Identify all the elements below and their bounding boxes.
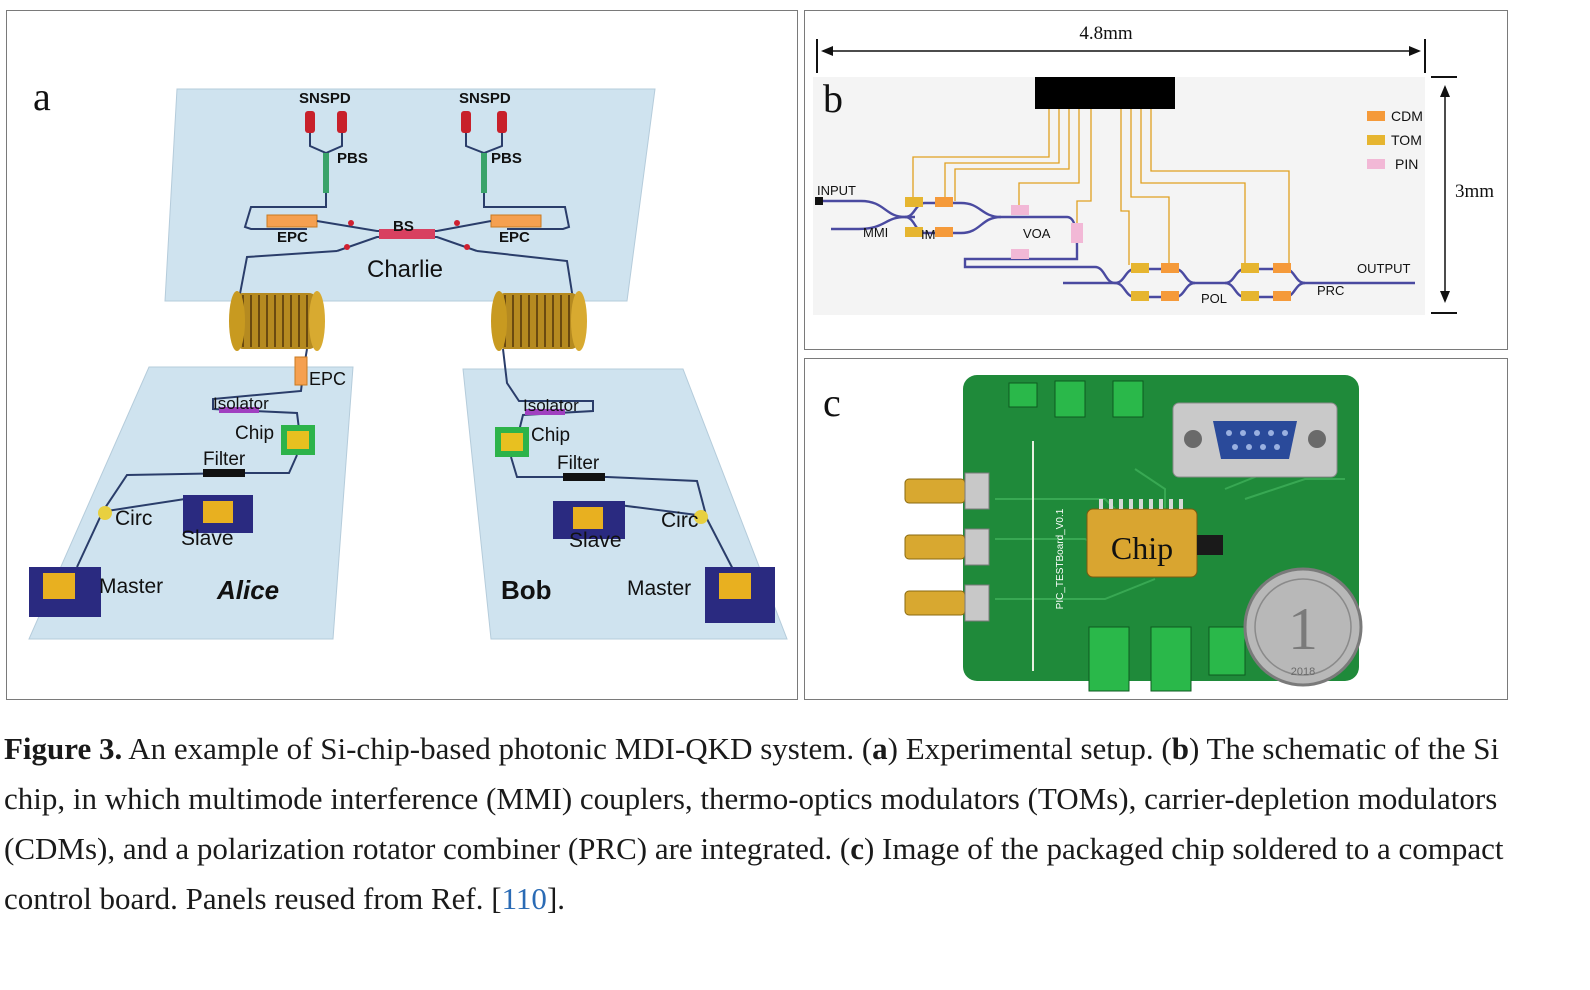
legend-label-cdm: CDM: [1391, 108, 1423, 124]
control-board-photo: Chip PIC_TESTBoard_V0.1 1 2018: [904, 375, 1363, 692]
label-circ-bob: Circ: [661, 509, 698, 532]
legend-swatch-pin: [1367, 159, 1385, 169]
connector-icon: [1208, 626, 1246, 676]
connector-icon: [1008, 382, 1038, 408]
label-chip-alice: Chip: [235, 423, 274, 444]
label-pol: POL: [1201, 291, 1227, 306]
label-isolator-alice: Isolator: [213, 394, 269, 413]
label-slave-alice: Slave: [181, 527, 234, 550]
coin-text: 1: [1288, 596, 1318, 662]
epc-alice-icon: [294, 356, 308, 386]
panel-letter-b: b: [823, 76, 843, 121]
label-output: OUTPUT: [1357, 261, 1411, 276]
circulator-bob-icon: [694, 510, 708, 524]
legend-swatch-cdm: [1367, 111, 1385, 121]
bs-icon: [379, 229, 435, 239]
label-prc: PRC: [1317, 283, 1344, 298]
connector-icon: [1088, 626, 1130, 692]
fiber-spool-right-icon: [491, 291, 587, 351]
label-isolator-bob: Isolator: [523, 396, 579, 415]
isolator-bob-icon: [525, 409, 565, 415]
filter-bob-icon: [563, 473, 605, 481]
circulator-alice-icon: [98, 506, 112, 520]
connector-icon: [1112, 380, 1144, 418]
label-bob: Bob: [501, 575, 552, 605]
label-epc-right: EPC: [499, 229, 530, 246]
label-epc-alice: EPC: [309, 369, 346, 389]
label-bs: BS: [393, 218, 414, 235]
caption-ref-b: b: [1171, 731, 1189, 766]
label-pbs-right: PBS: [491, 150, 522, 167]
label-im: IM: [921, 227, 935, 242]
legend-swatch-tom: [1367, 135, 1385, 145]
legend-label-tom: TOM: [1391, 132, 1422, 148]
caption-text-3: ) The schematic of the Si chip, in which…: [4, 731, 1500, 866]
label-master-alice: Master: [99, 575, 163, 598]
charlie-table: [164, 88, 656, 302]
filter-alice-icon: [203, 469, 245, 477]
fiber-spool-left-icon: [229, 291, 325, 351]
connector-icon: [1054, 380, 1086, 418]
label-filter-bob: Filter: [557, 453, 600, 474]
legend: CDM TOM PIN: [1367, 108, 1423, 172]
sma-connector-icon: [904, 584, 990, 622]
reference-link[interactable]: 110: [501, 881, 547, 916]
chip-label: Chip: [1111, 530, 1173, 566]
panel-b-chip-schematic: CDM TOM PIN INPUT MMI IM VOA OUTPUT POL …: [804, 10, 1508, 350]
caption-ref-c: c: [850, 831, 864, 866]
chip-schematic: CDM TOM PIN INPUT MMI IM VOA OUTPUT POL …: [813, 23, 1494, 315]
panel-c-control-board-photo: Chip PIC_TESTBoard_V0.1 1 2018 c: [804, 358, 1508, 700]
figure-label: Figure 3.: [4, 731, 123, 766]
label-mmi: MMI: [863, 225, 888, 240]
pad-block: [1035, 77, 1175, 109]
sma-connector-icon: [904, 528, 990, 566]
label-circ-alice: Circ: [115, 507, 152, 530]
height-label: 3mm: [1455, 181, 1494, 202]
chip-outline: [813, 77, 1425, 315]
caption-text-2: ) Experimental setup. (: [887, 731, 1172, 766]
legend-label-pin: PIN: [1395, 156, 1418, 172]
label-input: INPUT: [817, 183, 856, 198]
label-snspd-left: SNSPD: [299, 90, 351, 107]
coin-year: 2018: [1291, 666, 1315, 678]
figure-caption: Figure 3. An example of Si-chip-based ph…: [4, 724, 1564, 924]
sma-connector-icon: [904, 472, 990, 510]
label-pbs-left: PBS: [337, 150, 368, 167]
panel-letter-a: a: [33, 74, 51, 119]
board-label: PIC_TESTBoard_V0.1: [1055, 508, 1066, 609]
caption-text-4: ) Image of the packaged chip soldered to…: [4, 831, 1504, 916]
epc-right-icon: [490, 214, 542, 228]
panel-a-experimental-setup: SNSPD SNSPD PBS PBS EPC EPC BS Charlie E…: [6, 10, 798, 700]
caption-text-5: ].: [546, 881, 566, 916]
caption-ref-a: a: [872, 731, 888, 766]
label-charlie: Charlie: [367, 256, 443, 283]
input-port: [815, 197, 823, 205]
label-snspd-right: SNSPD: [459, 90, 511, 107]
coin-icon: [1243, 567, 1363, 687]
setup-illustration: SNSPD SNSPD PBS PBS EPC EPC BS Charlie E…: [28, 88, 788, 640]
epc-left-icon: [266, 214, 318, 228]
label-master-bob: Master: [627, 577, 691, 600]
width-label: 4.8mm: [1079, 23, 1133, 44]
label-filter-alice: Filter: [203, 449, 246, 470]
label-epc-left: EPC: [277, 229, 308, 246]
label-chip-bob: Chip: [531, 425, 570, 446]
label-alice: Alice: [216, 575, 279, 605]
snspd-left-icon: [305, 111, 347, 193]
connector-icon: [1150, 626, 1192, 692]
caption-text-1: An example of Si-chip-based photonic MDI…: [122, 731, 873, 766]
snspd-right-icon: [461, 111, 507, 193]
label-slave-bob: Slave: [569, 529, 622, 552]
label-voa: VOA: [1023, 226, 1051, 241]
panel-letter-c: c: [823, 380, 841, 425]
isolator-alice-icon: [219, 407, 259, 413]
